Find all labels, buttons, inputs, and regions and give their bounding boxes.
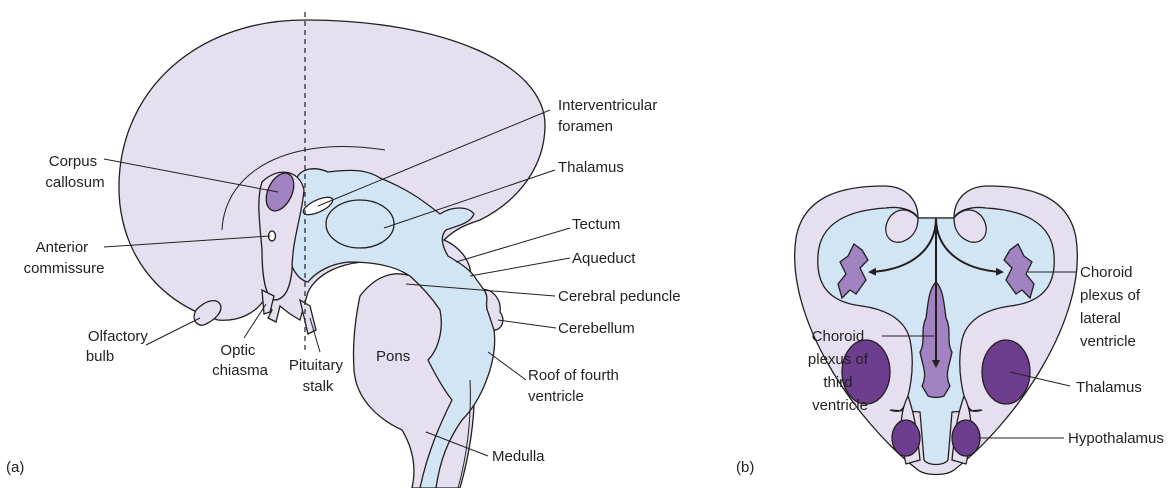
label-hypothalamus: Hypothalamus: [1068, 430, 1164, 447]
label-choroid-lateral: Choroid plexus of lateral ventricle: [1080, 264, 1144, 350]
panel-a: Corpus callosum Anterior commissure Olfa…: [6, 12, 681, 488]
label-thalamus-a: Thalamus: [558, 159, 624, 176]
leader-roof-fourth-ventricle: [488, 352, 526, 380]
hypothalamus-right: [952, 420, 980, 456]
leader-pituitary-stalk: [310, 318, 320, 352]
label-optic-chiasma: Optic chiasma: [212, 342, 269, 379]
label-corpus-callosum: Corpus callosum: [45, 153, 104, 191]
thalamus-left: [842, 340, 890, 404]
label-cerebellum: Cerebellum: [558, 320, 635, 337]
label-anterior-commissure: Anterior commissure: [24, 239, 105, 277]
leader-olfactory-bulb: [146, 318, 200, 345]
label-olfactory-bulb: Olfactory bulb: [86, 328, 152, 365]
label-interventricular-foramen: Interventricular foramen: [558, 97, 661, 135]
label-pituitary-stalk: Pituitary stalk: [289, 357, 347, 395]
thalamus-right: [982, 340, 1030, 404]
hypothalamus-left: [892, 420, 920, 456]
label-thalamus-b: Thalamus: [1076, 379, 1142, 396]
leader-tectum: [456, 228, 570, 262]
panel-a-tag: (a): [6, 459, 24, 476]
label-tectum: Tectum: [572, 216, 620, 233]
panel-b: Choroid plexus of lateral ventricle Chor…: [736, 186, 1164, 476]
label-cerebral-peduncle: Cerebral peduncle: [558, 288, 681, 305]
label-roof-fourth-ventricle: Roof of fourth ventricle: [528, 367, 623, 405]
thalamus: [326, 200, 394, 248]
leader-aqueduct: [470, 258, 570, 276]
leader-cerebellum: [498, 320, 556, 328]
panel-b-tag: (b): [736, 459, 754, 476]
label-aqueduct: Aqueduct: [572, 250, 636, 267]
label-medulla: Medulla: [492, 448, 545, 465]
label-pons: Pons: [376, 348, 410, 365]
